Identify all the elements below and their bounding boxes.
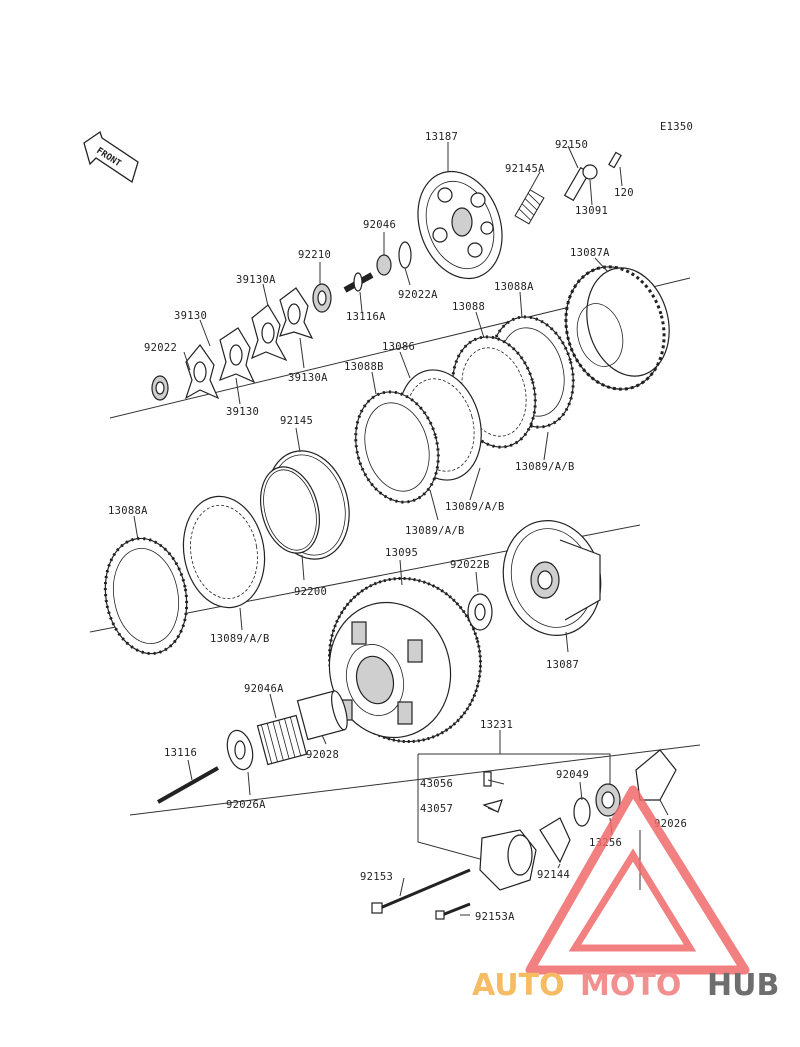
label-92145: 92145 <box>280 415 313 427</box>
front-arrow-icon: FRONT <box>83 130 139 184</box>
label-13088A-top: 13088A <box>494 281 534 293</box>
label-92022B: 92022B <box>450 559 490 571</box>
label-92210: 92210 <box>298 249 331 261</box>
label-120: 120 <box>614 187 634 199</box>
label-13089-3: 13089/A/B <box>405 525 465 537</box>
label-13116: 13116 <box>164 747 197 759</box>
label-13087: 13087 <box>546 659 579 671</box>
washer-92022B <box>467 571 493 631</box>
logo-part-moto: MOTO <box>580 968 681 1003</box>
plate-13088B <box>354 390 440 504</box>
slave-cylinder-assembly <box>371 730 677 920</box>
pushrod-group <box>312 232 412 313</box>
label-13086: 13086 <box>382 341 415 353</box>
label-92144: 92144 <box>537 869 570 881</box>
clutch-housing-13087 <box>502 520 602 653</box>
label-13088A-left: 13088A <box>108 505 148 517</box>
label-13089-4: 13089/A/B <box>210 633 270 645</box>
automotohub-logo: AUTO MOTO HUB <box>472 785 779 1003</box>
label-92046: 92046 <box>363 219 396 231</box>
label-39130-bottom: 39130 <box>226 406 259 418</box>
spring-bolt-group <box>514 145 623 225</box>
ring-92200 <box>260 466 320 581</box>
plate-13089-left <box>182 495 266 631</box>
label-92153: 92153 <box>360 871 393 883</box>
label-13089-1: 13089/A/B <box>515 461 575 473</box>
label-39130-top: 39130 <box>174 310 207 322</box>
label-92049: 92049 <box>556 769 589 781</box>
label-13087A: 13087A <box>570 247 610 259</box>
clutch-housing-13087A <box>564 257 670 391</box>
label-13231: 13231 <box>480 719 513 731</box>
logo-part-auto: AUTO <box>472 968 565 1003</box>
logo-part-hub: HUB <box>707 968 779 1003</box>
label-92026A: 92026A <box>226 799 266 811</box>
cam-plates-group <box>151 283 314 405</box>
pushrod-13116 <box>157 729 254 804</box>
clutch-hub-13095 <box>328 559 482 744</box>
label-13088: 13088 <box>452 301 485 313</box>
label-43057: 43057 <box>420 803 453 815</box>
label-92028: 92028 <box>306 749 339 761</box>
label-13095: 13095 <box>385 547 418 559</box>
plate-13088A-left <box>103 515 189 656</box>
plate-stack-top <box>354 291 575 521</box>
label-39130A-top: 39130A <box>236 274 276 286</box>
label-13091: 13091 <box>575 205 608 217</box>
pressure-plate-13187 <box>417 142 503 280</box>
label-13187: 13187 <box>425 131 458 143</box>
diagram-code: E1350 <box>660 121 693 133</box>
label-92150: 92150 <box>555 139 588 151</box>
label-92046A: 92046A <box>244 683 284 695</box>
label-13088B: 13088B <box>344 361 384 373</box>
label-92022: 92022 <box>144 342 177 354</box>
label-13116A: 13116A <box>346 311 386 323</box>
label-92026: 92026 <box>654 818 687 830</box>
label-43056: 43056 <box>420 778 453 790</box>
bearing-group <box>256 690 348 766</box>
label-92200: 92200 <box>294 586 327 598</box>
label-92153A: 92153A <box>475 911 515 923</box>
label-13089-2: 13089/A/B <box>445 501 505 513</box>
label-92145A: 92145A <box>505 163 545 175</box>
label-92022A: 92022A <box>398 289 438 301</box>
label-39130A-bottom: 39130A <box>288 372 328 384</box>
